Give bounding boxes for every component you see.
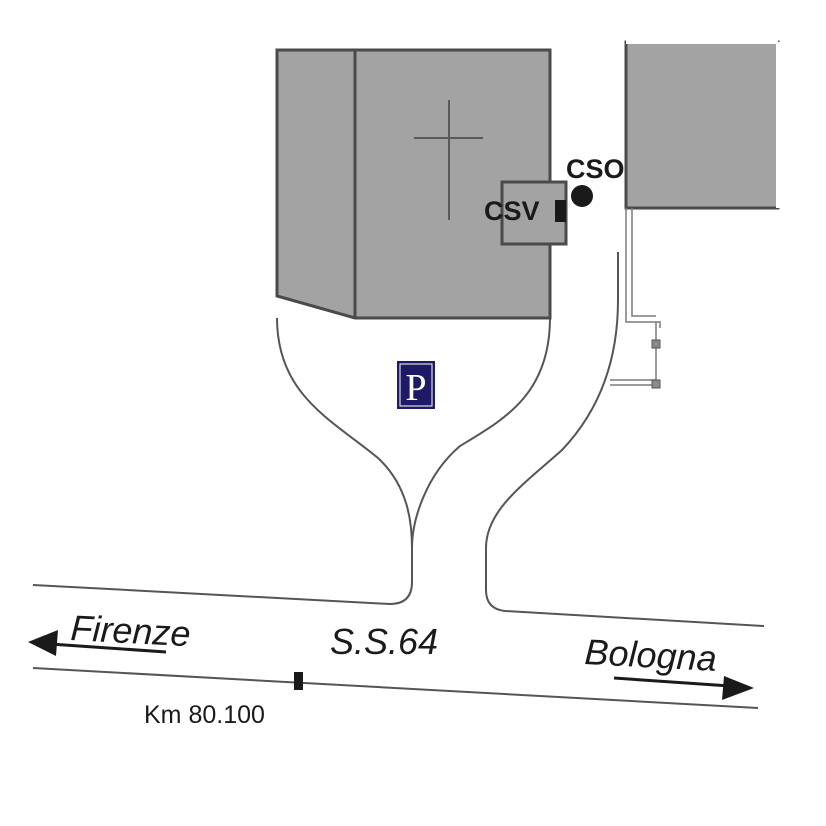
parking-lot-outline	[276, 317, 413, 549]
road-ss64	[32, 548, 765, 709]
road-south-edge	[32, 667, 759, 709]
road-north-edge-east	[485, 548, 765, 627]
gate-post-icon	[651, 379, 661, 389]
access-road-east	[485, 252, 619, 549]
church-building	[275, 48, 552, 320]
parking-icon: P	[397, 361, 435, 409]
east-building	[624, 40, 780, 210]
cross-icon	[414, 100, 483, 220]
gate-structure	[610, 208, 661, 386]
km-label: Km 80.100	[144, 701, 265, 729]
gate-post-icon	[651, 339, 661, 349]
parking-lot-outline-east	[411, 317, 551, 549]
road-name: S.S.64	[330, 621, 438, 662]
city-east-label: Bologna	[584, 631, 718, 679]
km-marker-icon	[294, 672, 303, 690]
square-marker-icon	[555, 200, 566, 222]
arrow-right-icon	[613, 676, 754, 700]
arrow-left-icon	[28, 630, 167, 656]
cso-label: CSO	[566, 154, 625, 184]
dot-marker-icon	[571, 185, 593, 207]
parking-letter: P	[405, 367, 426, 409]
csv-label: CSV	[484, 196, 540, 226]
road-north-edge-west	[32, 548, 413, 606]
